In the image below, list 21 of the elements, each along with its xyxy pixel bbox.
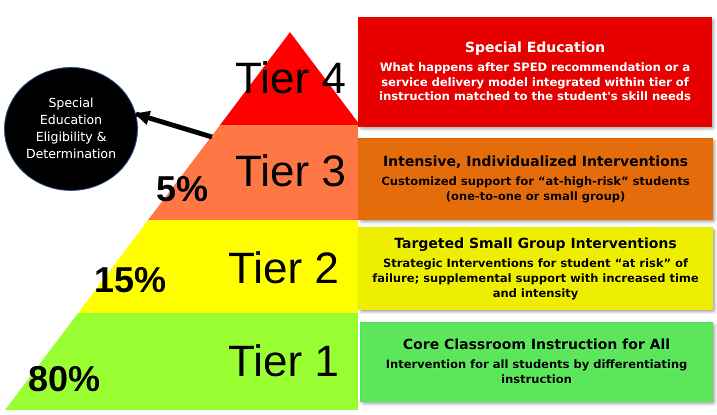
box-text: Strategic Interventions for student “at risk” of failure; supplemental support with increased time and intensity bbox=[371, 256, 700, 301]
info-box bbox=[358, 227, 713, 310]
pyramid-tier bbox=[5, 313, 358, 410]
box-heading: Special Education bbox=[464, 40, 606, 56]
tier-label: Tier 1 bbox=[228, 337, 339, 387]
percentage-label: 80% bbox=[28, 358, 100, 400]
pyramid-tier bbox=[148, 125, 358, 220]
box-heading: Intensive, Individualized Interventions bbox=[382, 154, 688, 170]
box-text: Customized support for “at-high-risk” students (one-to-one or small group) bbox=[380, 174, 691, 204]
box-text: What happens after SPED recommendation or a service delivery model integrated within tier of instruction matched to the student's skill needs bbox=[378, 60, 692, 104]
box-heading: Core Classroom Instruction for All bbox=[402, 337, 670, 354]
ellipse-text: Special Education Eligibility & Determination bbox=[24, 95, 117, 163]
box-heading: Targeted Small Group Interventions bbox=[394, 236, 677, 252]
box-text: Intervention for all students by differentiating instruction bbox=[384, 357, 688, 387]
info-box bbox=[358, 17, 712, 127]
pyramid-tier bbox=[78, 220, 358, 313]
arrow bbox=[134, 110, 213, 140]
tier-label: Tier 3 bbox=[235, 147, 346, 197]
info-box bbox=[358, 138, 713, 220]
info-box bbox=[360, 322, 713, 402]
tier-label: Tier 2 bbox=[228, 244, 339, 294]
